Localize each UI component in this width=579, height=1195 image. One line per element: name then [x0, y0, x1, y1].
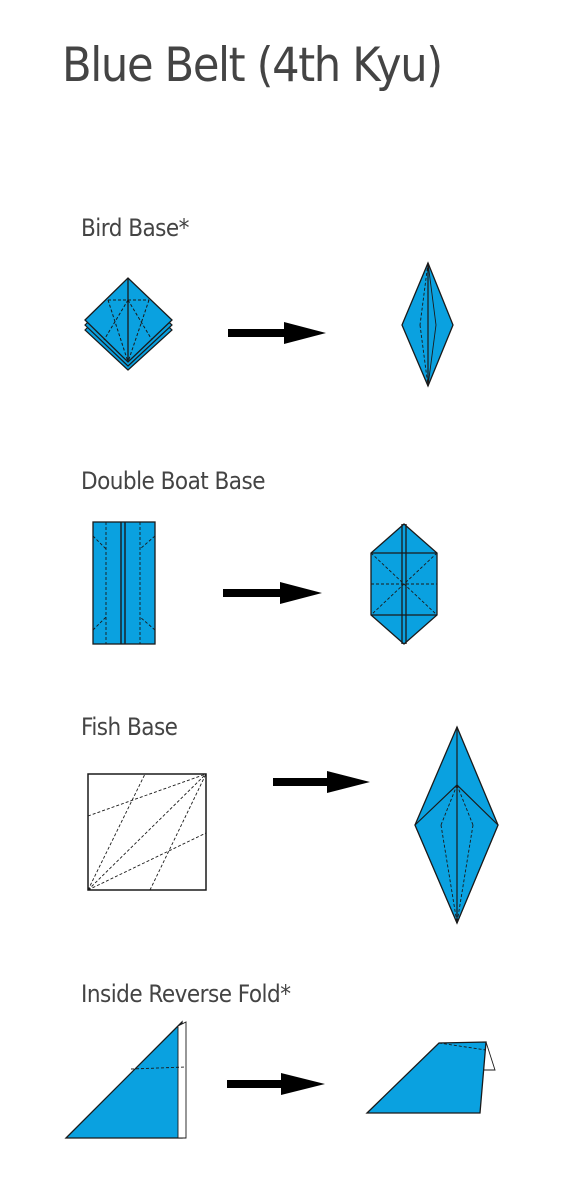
arrow-icon: [273, 771, 370, 793]
section-label-bird-base: Bird Base*: [81, 214, 189, 242]
crease-pattern-square-icon: [87, 773, 207, 891]
hexagon-boat-base-icon: [370, 523, 438, 645]
arrow-icon: [223, 582, 322, 604]
bird-base-diamond-icon: [401, 261, 454, 388]
section-label-fish-base: Fish Base: [81, 713, 178, 741]
section-label-inside-reverse-fold: Inside Reverse Fold*: [81, 980, 291, 1008]
square-base-folded-icon: [84, 277, 173, 371]
fish-base-kite-icon: [414, 725, 499, 925]
rectangle-folded-icon: [92, 521, 156, 645]
section-label-double-boat-base: Double Boat Base: [81, 467, 266, 495]
arrow-icon: [227, 1073, 325, 1095]
page-title: Blue Belt (4th Kyu): [62, 38, 443, 93]
arrow-icon: [228, 322, 326, 344]
triangle-flap-icon: [64, 1020, 187, 1139]
reverse-folded-flap-icon: [365, 1041, 496, 1114]
